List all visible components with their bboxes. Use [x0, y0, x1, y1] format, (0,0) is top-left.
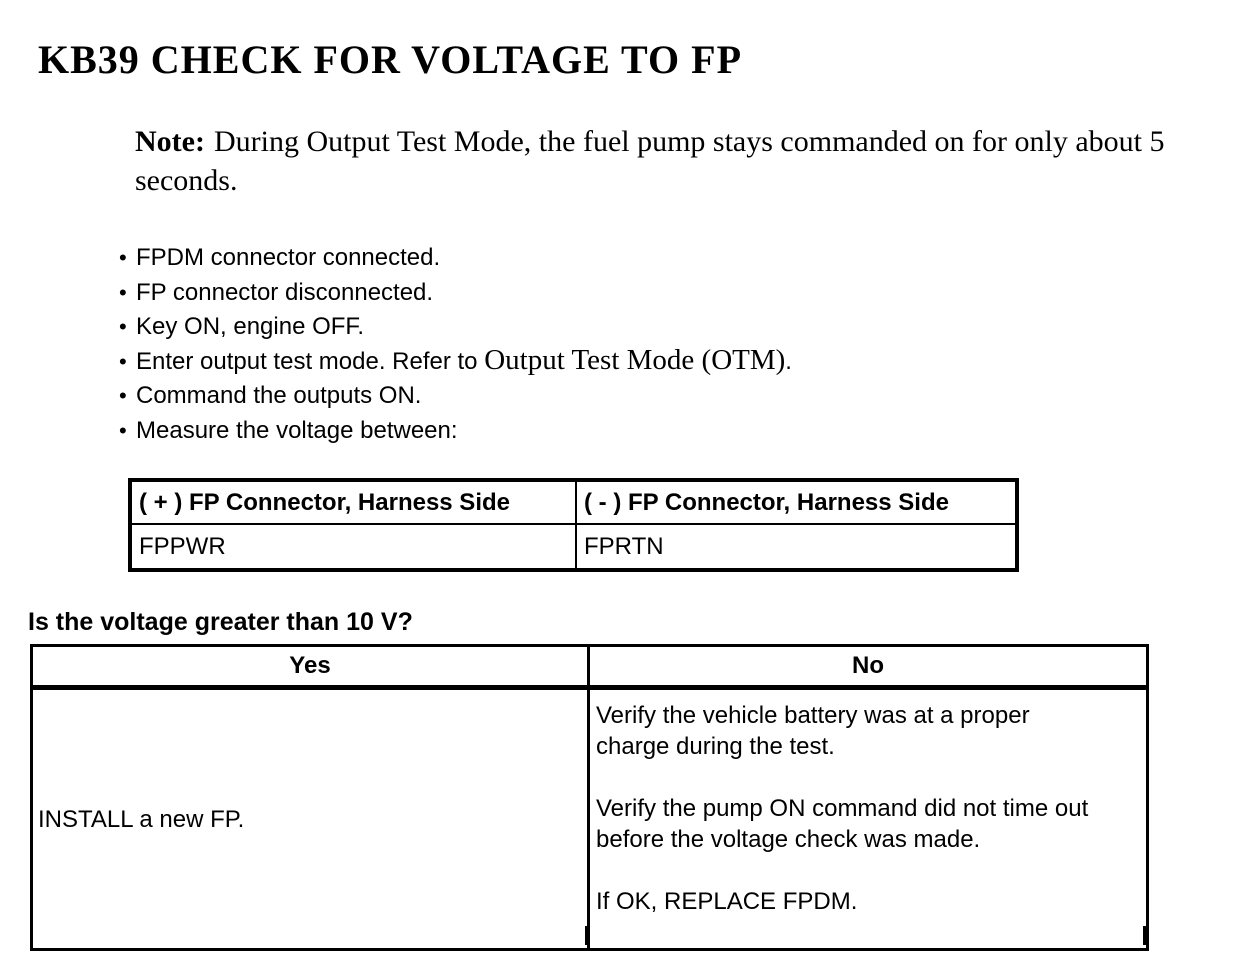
list-item: • Command the outputs ON.: [119, 378, 792, 413]
list-item: • FP connector disconnected.: [119, 275, 792, 310]
measure-header-positive: ( + ) FP Connector, Harness Side: [129, 479, 577, 525]
table-row: INSTALL a new FP. Verify the vehicle bat…: [30, 686, 1149, 951]
precondition-list: • FPDM connector connected. • FP connector…: [119, 240, 792, 448]
no-action-cell: Verify the vehicle battery was at a prop…: [587, 686, 1149, 951]
note-text: During Output Test Mode, the fuel pump s…: [135, 125, 1165, 197]
bullet-text: FPDM connector connected.: [136, 244, 441, 271]
decision-table: Yes No INSTALL a new FP. Verify the vehi…: [30, 644, 1149, 951]
no-header-cell: No: [587, 644, 1149, 690]
table-row: Yes No: [30, 644, 1149, 690]
no-action-paragraph: Verify the vehicle battery was at a prop…: [596, 702, 1030, 760]
note-label: Note:: [135, 125, 205, 158]
bullet-icon: •: [119, 245, 127, 270]
bullet-text: Measure the voltage between:: [136, 416, 458, 444]
no-action-paragraph: Verify the pump ON command did not time …: [596, 795, 1089, 853]
bullet-icon: •: [119, 417, 127, 443]
otm-reference: Output Test Mode (OTM): [484, 343, 786, 376]
list-item: • FPDM connector connected.: [119, 240, 792, 275]
page-title: KB39 CHECK FOR VOLTAGE TO FP: [38, 37, 742, 82]
bullet-icon: •: [119, 314, 127, 340]
bullet-icon: •: [119, 383, 127, 409]
measure-cell-fppwr: FPPWR: [129, 523, 577, 571]
list-item: • Key ON, engine OFF.: [119, 309, 792, 344]
question-text: Is the voltage greater than 10 V?: [28, 608, 413, 636]
list-item: • Measure the voltage between:: [119, 413, 792, 448]
note: Note:During Output Test Mode, the fuel p…: [135, 122, 1180, 200]
no-action-paragraph: If OK, REPLACE FPDM.: [596, 888, 858, 915]
bullet-icon: •: [119, 279, 127, 305]
table-row: FPPWR FPRTN: [129, 523, 1018, 571]
list-item: • Enter output test mode. Refer to Output…: [119, 344, 792, 379]
bullet-text: Key ON, engine OFF.: [136, 313, 365, 341]
measure-cell-fprtn: FPRTN: [575, 523, 1018, 571]
measurement-table: ( + ) FP Connector, Harness Side ( - ) F…: [128, 478, 1019, 572]
yes-header-cell: Yes: [30, 644, 590, 690]
table-continuation-stub: [1143, 926, 1146, 945]
table-row: ( + ) FP Connector, Harness Side ( - ) F…: [129, 479, 1018, 525]
measure-header-negative: ( - ) FP Connector, Harness Side: [575, 479, 1018, 525]
yes-action-cell: INSTALL a new FP.: [30, 686, 590, 951]
table-continuation-stub: [585, 926, 588, 945]
bullet-text: Command the outputs ON.: [136, 382, 422, 410]
bullet-suffix: .: [785, 347, 792, 375]
bullet-text: Enter output test mode. Refer to: [136, 347, 485, 375]
table-continuation-stub: [30, 926, 33, 945]
bullet-icon: •: [119, 348, 127, 374]
bullet-text: FP connector disconnected.: [136, 278, 434, 306]
yes-action-text: INSTALL a new FP.: [38, 805, 245, 833]
